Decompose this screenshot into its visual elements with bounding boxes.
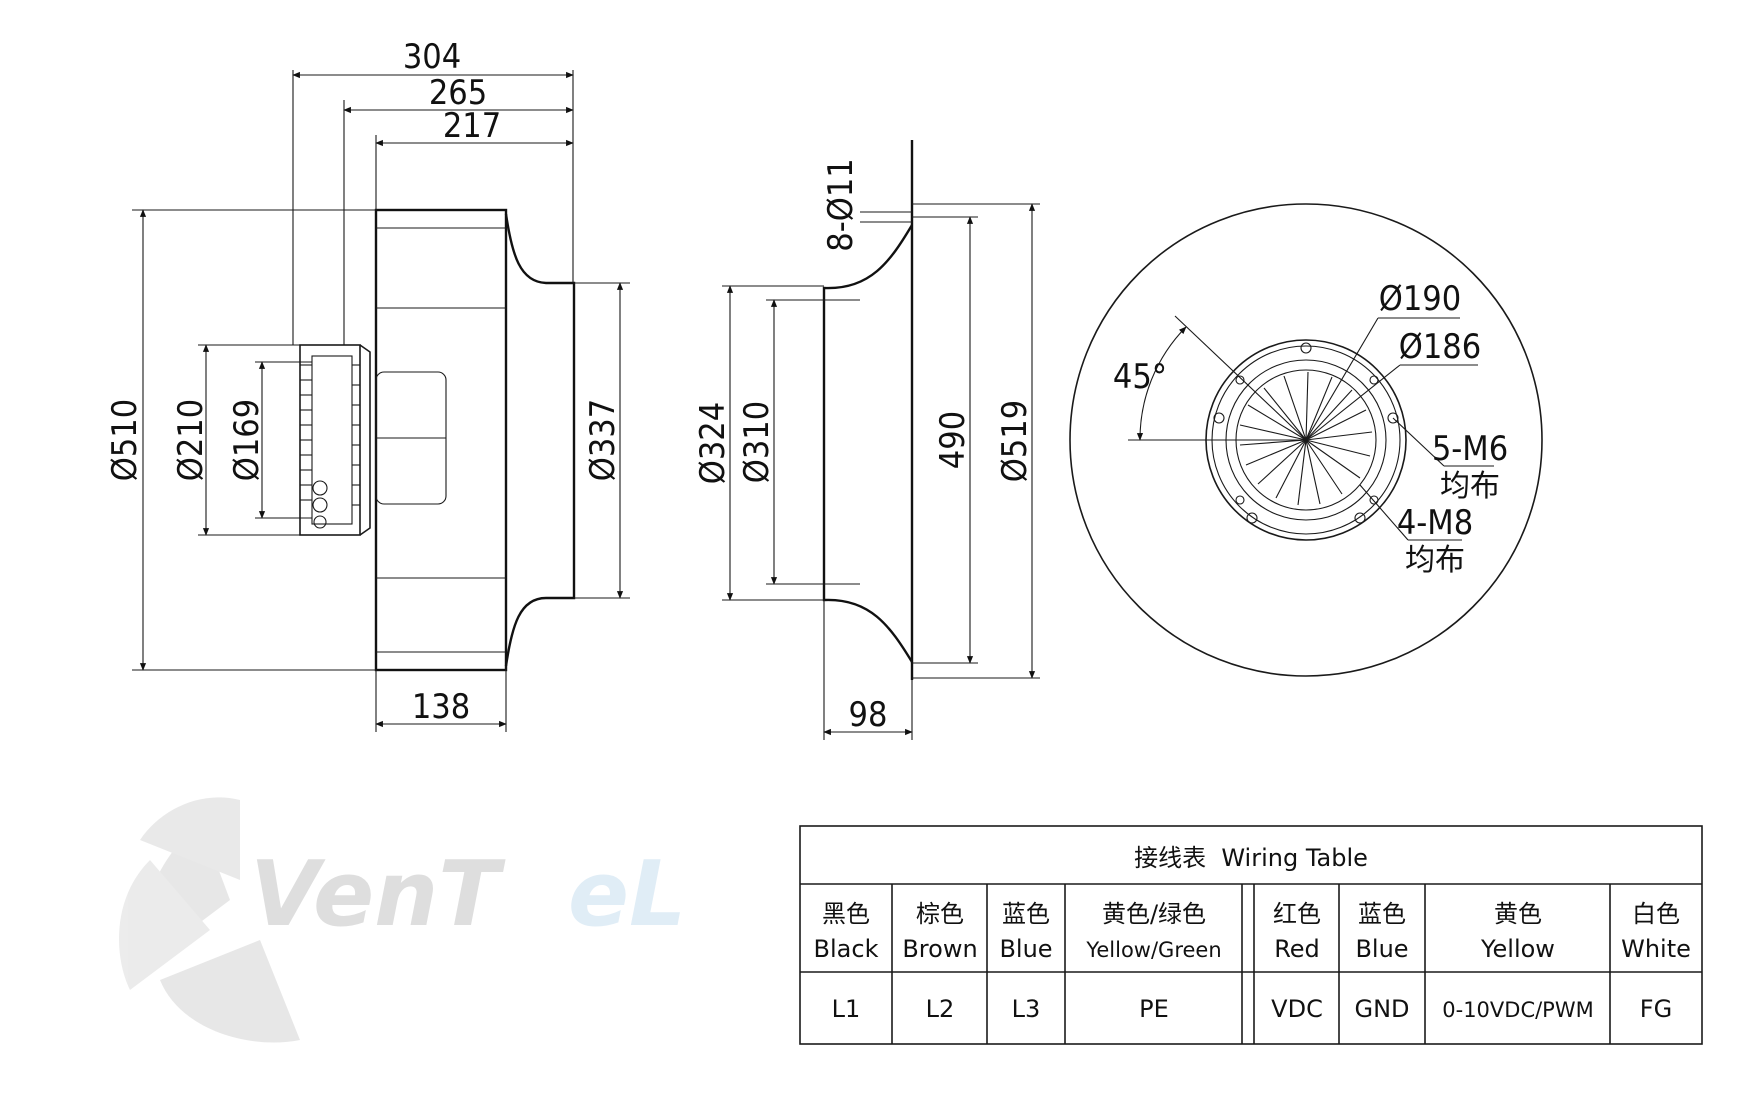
- wiring-col-en: Blue: [1355, 935, 1408, 963]
- wiring-col-en: Black: [814, 935, 879, 963]
- inlet-ring-view: 8-Ø11 Ø324 Ø310 490 Ø519 98: [693, 140, 1040, 740]
- dim-510: Ø510: [105, 399, 145, 481]
- front-view: 45° Ø190 Ø186 5-M6 均布 4-M8 均布: [1069, 203, 1543, 677]
- dim-490: 490: [933, 411, 973, 469]
- wiring-col-cn: 蓝色: [1358, 900, 1406, 928]
- wiring-col-value: FG: [1640, 995, 1672, 1023]
- wiring-col-cn: 红色: [1273, 900, 1321, 928]
- dim-169: Ø169: [227, 399, 267, 481]
- wiring-col-value: PE: [1139, 995, 1169, 1023]
- wiring-col-cn: 白色: [1632, 900, 1680, 928]
- wiring-col-cn: 蓝色: [1002, 900, 1050, 928]
- dim-265: 265: [429, 73, 487, 113]
- label-m8-note: 均布: [1405, 543, 1465, 578]
- dim-337: Ø337: [583, 399, 623, 481]
- dim-210: Ø210: [171, 399, 211, 481]
- hub-hatch: [1239, 371, 1373, 506]
- wiring-col-value: L1: [832, 995, 861, 1023]
- label-m6-note: 均布: [1440, 469, 1500, 504]
- dim-310: Ø310: [737, 401, 777, 483]
- wiring-col-cn: 棕色: [916, 900, 964, 928]
- dim-217: 217: [443, 106, 501, 146]
- ventel-logo: VenT eL: [118, 797, 686, 1043]
- dim-8-holes: 8-Ø11: [821, 158, 861, 251]
- wiring-col-en: White: [1621, 935, 1691, 963]
- wiring-col-value: 0-10VDC/PWM: [1442, 998, 1593, 1022]
- wiring-col-en: Blue: [999, 935, 1052, 963]
- wiring-col-en: Yellow: [1480, 935, 1555, 963]
- wiring-col-en: Yellow/Green: [1085, 938, 1221, 962]
- logo-text: VenT: [250, 842, 506, 947]
- wiring-col-en: Brown: [902, 935, 977, 963]
- dim-98: 98: [849, 695, 888, 735]
- dim-304: 304: [403, 37, 461, 77]
- wiring-col-en: Red: [1274, 935, 1320, 963]
- wiring-col-cn: 黄色: [1494, 900, 1542, 928]
- wiring-col-value: GND: [1354, 995, 1409, 1023]
- wiring-col-value: L2: [926, 995, 955, 1023]
- label-4-m8: 4-M8: [1397, 503, 1473, 543]
- side-view: 304 265 217 Ø510 Ø210 Ø169 Ø337 138: [105, 37, 630, 732]
- dim-324: Ø324: [693, 402, 733, 484]
- wiring-table: 接线表 Wiring Table: [799, 825, 1703, 1045]
- wiring-table-title: 接线表 Wiring Table: [1134, 844, 1368, 872]
- logo-text-accent: eL: [568, 842, 686, 947]
- wiring-col-value: L3: [1012, 995, 1041, 1023]
- wiring-col-cn: 黄色/绿色: [1102, 900, 1206, 928]
- label-5-m6: 5-M6: [1432, 429, 1508, 469]
- dim-190: Ø190: [1379, 279, 1461, 319]
- dim-519: Ø519: [995, 400, 1035, 482]
- wiring-col-value: VDC: [1271, 995, 1323, 1023]
- wiring-col-cn: 黑色: [822, 900, 870, 928]
- angle-45: 45°: [1113, 357, 1167, 397]
- dim-186: Ø186: [1399, 327, 1481, 367]
- dim-138: 138: [412, 687, 470, 727]
